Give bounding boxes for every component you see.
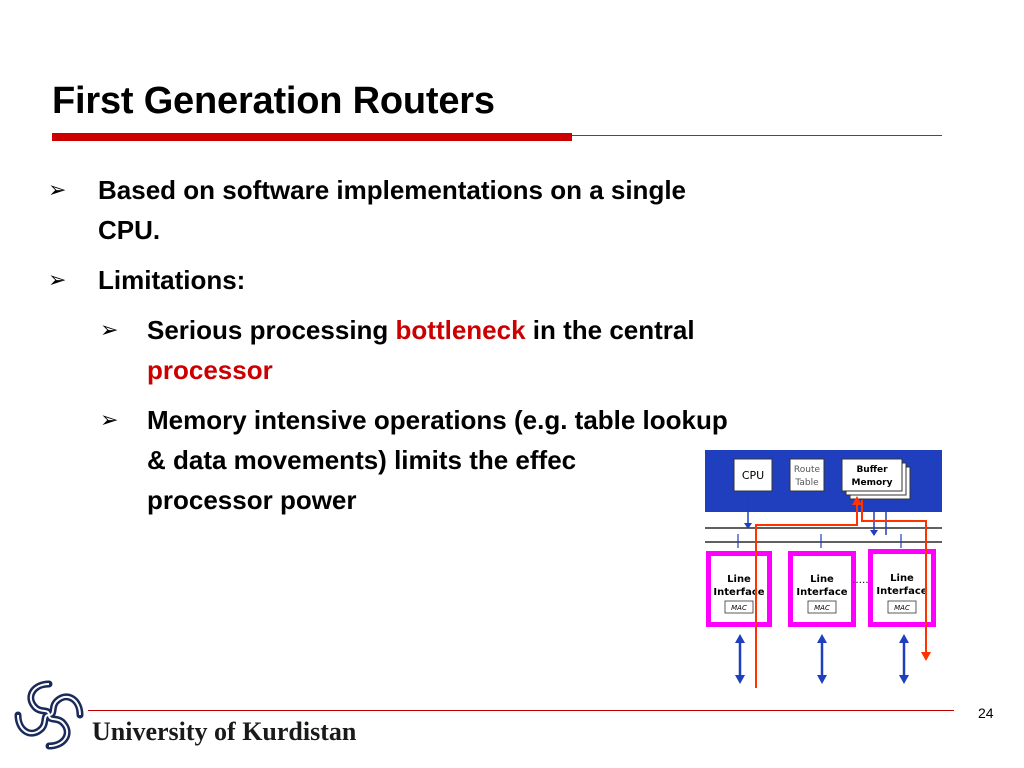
university-name: University of Kurdistan: [92, 717, 357, 746]
svg-text:Interface: Interface: [713, 587, 764, 598]
bullet-arrow-icon: ➢: [48, 267, 67, 292]
svg-text:Line: Line: [890, 573, 914, 584]
sub-bullet-1-text-c: in the central: [525, 315, 695, 345]
bullet-1-line-1: Based on software implementations on a s…: [98, 175, 687, 205]
sub-bullet-1: ➢ Serious processing bottleneck in the c…: [100, 310, 920, 390]
emphasis-processor: processor: [147, 355, 273, 385]
page-number: 24: [978, 705, 994, 721]
line-card-2: Line Interface MAC: [788, 551, 856, 627]
route-table-label-2: Table: [794, 478, 819, 488]
sub-bullet-2: ➢ Memory intensive operations (e.g. tabl…: [100, 400, 920, 520]
svg-text:Line: Line: [727, 574, 751, 585]
cpu-bus-arrow: [744, 523, 752, 529]
line-card-1: Line Interface MAC: [706, 551, 772, 627]
sub-bullet-2-line-1: Memory intensive operations (e.g. table …: [147, 405, 728, 435]
buffer-bus-arrow: [882, 506, 890, 512]
bullet-arrow-icon: ➢: [100, 407, 119, 432]
cpu-label: CPU: [742, 469, 764, 482]
line-card-ellipsis: ……: [852, 575, 872, 586]
packet-path-out: [861, 500, 927, 655]
route-bus-arrow: [870, 530, 878, 536]
buffer-memory-box: [841, 458, 903, 492]
bullet-arrow-icon: ➢: [100, 317, 119, 342]
bullet-2-text: Limitations:: [98, 265, 246, 295]
bullet-1-line-2: CPU.: [98, 215, 161, 245]
svg-text:MAC: MAC: [814, 604, 830, 612]
svg-text:MAC: MAC: [894, 604, 910, 612]
bullet-arrow-icon: ➢: [48, 177, 67, 202]
emphasis-bottleneck: bottleneck: [395, 315, 526, 345]
route-table-box: [789, 458, 825, 492]
svg-text:Interface: Interface: [796, 587, 847, 598]
sub-bullet-2-line-2: & data movements) limits the effec: [147, 445, 577, 475]
line-card-3: Line Interface MAC: [868, 549, 936, 627]
router-architecture-diagram: CPU Route Table Buffer Memory Line Inter…: [705, 450, 942, 688]
sub-bullet-1-text-a: Serious processing: [147, 315, 396, 345]
svg-text:MAC: MAC: [731, 604, 747, 612]
bullet-1: ➢ Based on software implementations on a…: [48, 170, 928, 250]
buffer-label-1: Buffer: [856, 465, 888, 475]
university-logo: [14, 680, 84, 750]
svg-text:Line: Line: [810, 574, 834, 585]
sub-bullet-2-line-3: processor power: [147, 485, 357, 515]
packet-path: [755, 500, 858, 688]
svg-text:Interface: Interface: [876, 586, 927, 597]
slide-title: First Generation Routers: [52, 80, 495, 122]
route-table-label-1: Route: [794, 465, 821, 475]
title-rule-accent: [52, 133, 572, 141]
footer-rule: [88, 710, 954, 711]
cpu-box: [733, 458, 773, 492]
buffer-label-2: Memory: [852, 478, 893, 488]
bullet-2: ➢ Limitations:: [48, 260, 448, 300]
